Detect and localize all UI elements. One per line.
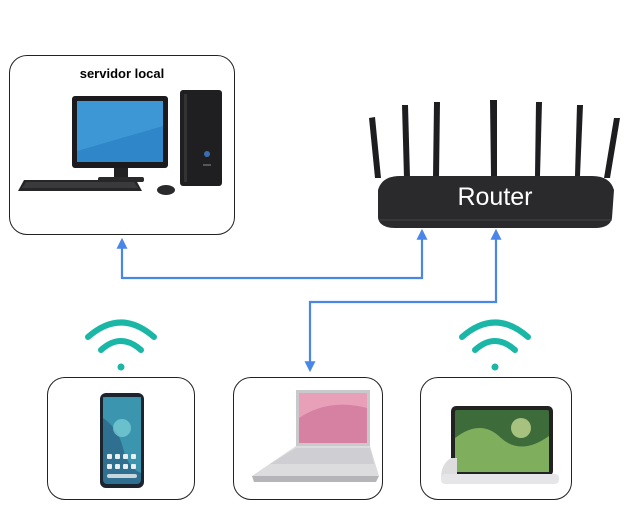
tablet-icon bbox=[441, 406, 559, 484]
router-label: Router bbox=[457, 183, 533, 211]
local-server-box: servidor local bbox=[9, 55, 235, 235]
smartphone-icon bbox=[100, 393, 144, 488]
laptop-icon bbox=[252, 390, 379, 482]
arrow-router-to-server bbox=[116, 228, 428, 280]
tablet-box bbox=[420, 377, 572, 500]
laptop-box bbox=[233, 377, 383, 500]
smartphone-box bbox=[47, 377, 195, 500]
arrow-router-to-laptop bbox=[304, 228, 502, 373]
desktop-computer-icon bbox=[18, 90, 222, 195]
server-title: servidor local bbox=[79, 66, 165, 81]
